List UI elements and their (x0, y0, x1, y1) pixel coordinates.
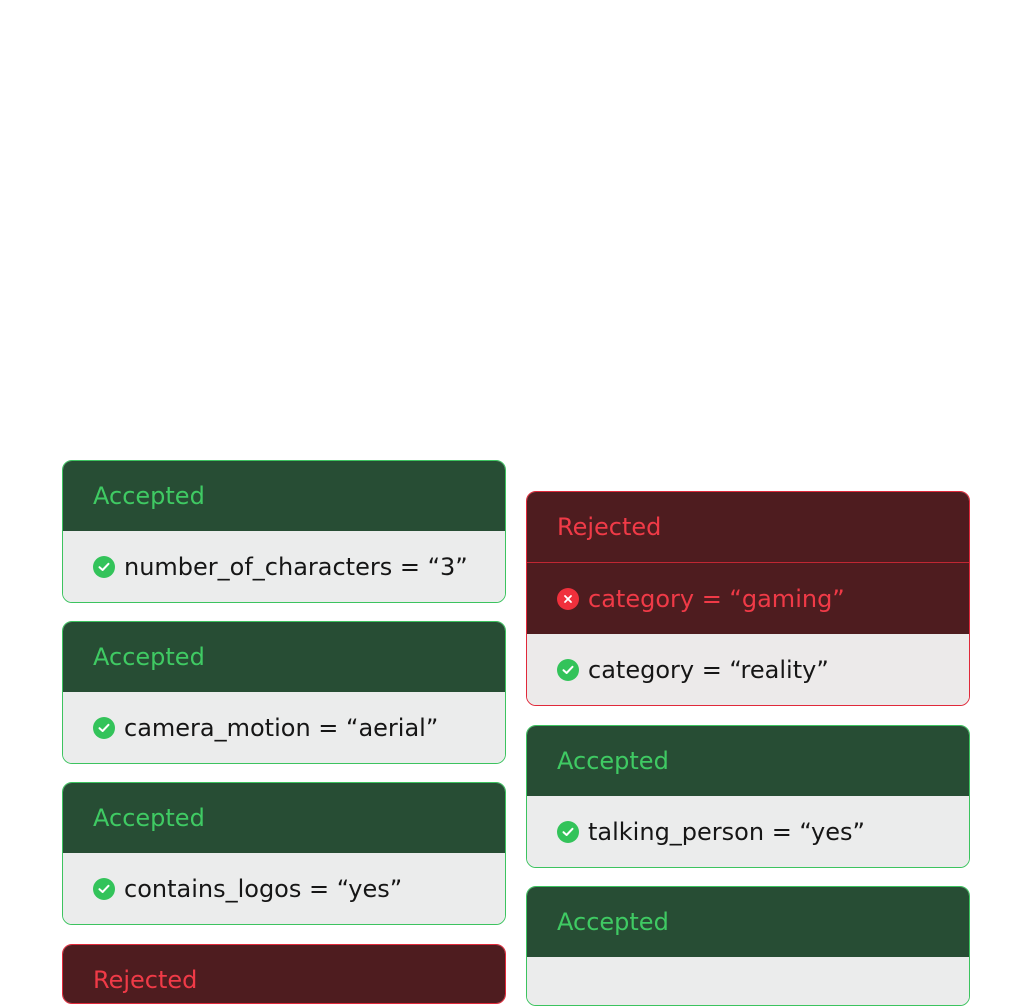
card-status-accepted: Accepted (63, 783, 505, 853)
check-circle-icon (93, 877, 115, 900)
check-circle-icon (557, 820, 579, 843)
annotation-card-accepted: Accepted camera_motion = “aerial” (62, 621, 506, 764)
check-circle-icon (93, 555, 115, 578)
annotation-card-accepted: Accepted contains_logos = “yes” (62, 782, 506, 925)
attribute-row: category = “reality” (527, 634, 969, 705)
card-status-rejected: Rejected (63, 945, 505, 1003)
attribute-row: camera_motion = “aerial” (63, 692, 505, 763)
attribute-row: talking_person = “yes” (527, 796, 969, 867)
attribute-row: contains_logos = “yes” (63, 853, 505, 924)
attribute-text: category = “reality” (588, 655, 829, 684)
check-circle-icon (557, 658, 579, 681)
card-status-accepted: Accepted (63, 622, 505, 692)
attribute-text: contains_logos = “yes” (124, 874, 403, 903)
card-status-accepted: Accepted (527, 726, 969, 796)
attribute-text: talking_person = “yes” (588, 817, 865, 846)
attribute-row (527, 957, 969, 1005)
annotation-card-accepted: Accepted (526, 886, 970, 1006)
card-status-accepted: Accepted (63, 461, 505, 531)
annotation-card-rejected: Rejected (62, 944, 506, 1004)
attribute-text: number_of_characters = “3” (124, 552, 468, 581)
attribute-row: number_of_characters = “3” (63, 531, 505, 602)
annotation-card-accepted: Accepted talking_person = “yes” (526, 725, 970, 868)
card-status-rejected: Rejected (527, 492, 969, 562)
card-status-accepted: Accepted (527, 887, 969, 957)
check-circle-icon (93, 716, 115, 739)
annotation-card-rejected: Rejected category = “gaming” category = … (526, 491, 970, 706)
annotation-card-accepted: Accepted number_of_characters = “3” (62, 460, 506, 603)
attribute-row-rejected: category = “gaming” (527, 562, 969, 634)
x-circle-icon (557, 587, 579, 610)
attribute-text: category = “gaming” (588, 584, 845, 613)
attribute-text: camera_motion = “aerial” (124, 713, 439, 742)
